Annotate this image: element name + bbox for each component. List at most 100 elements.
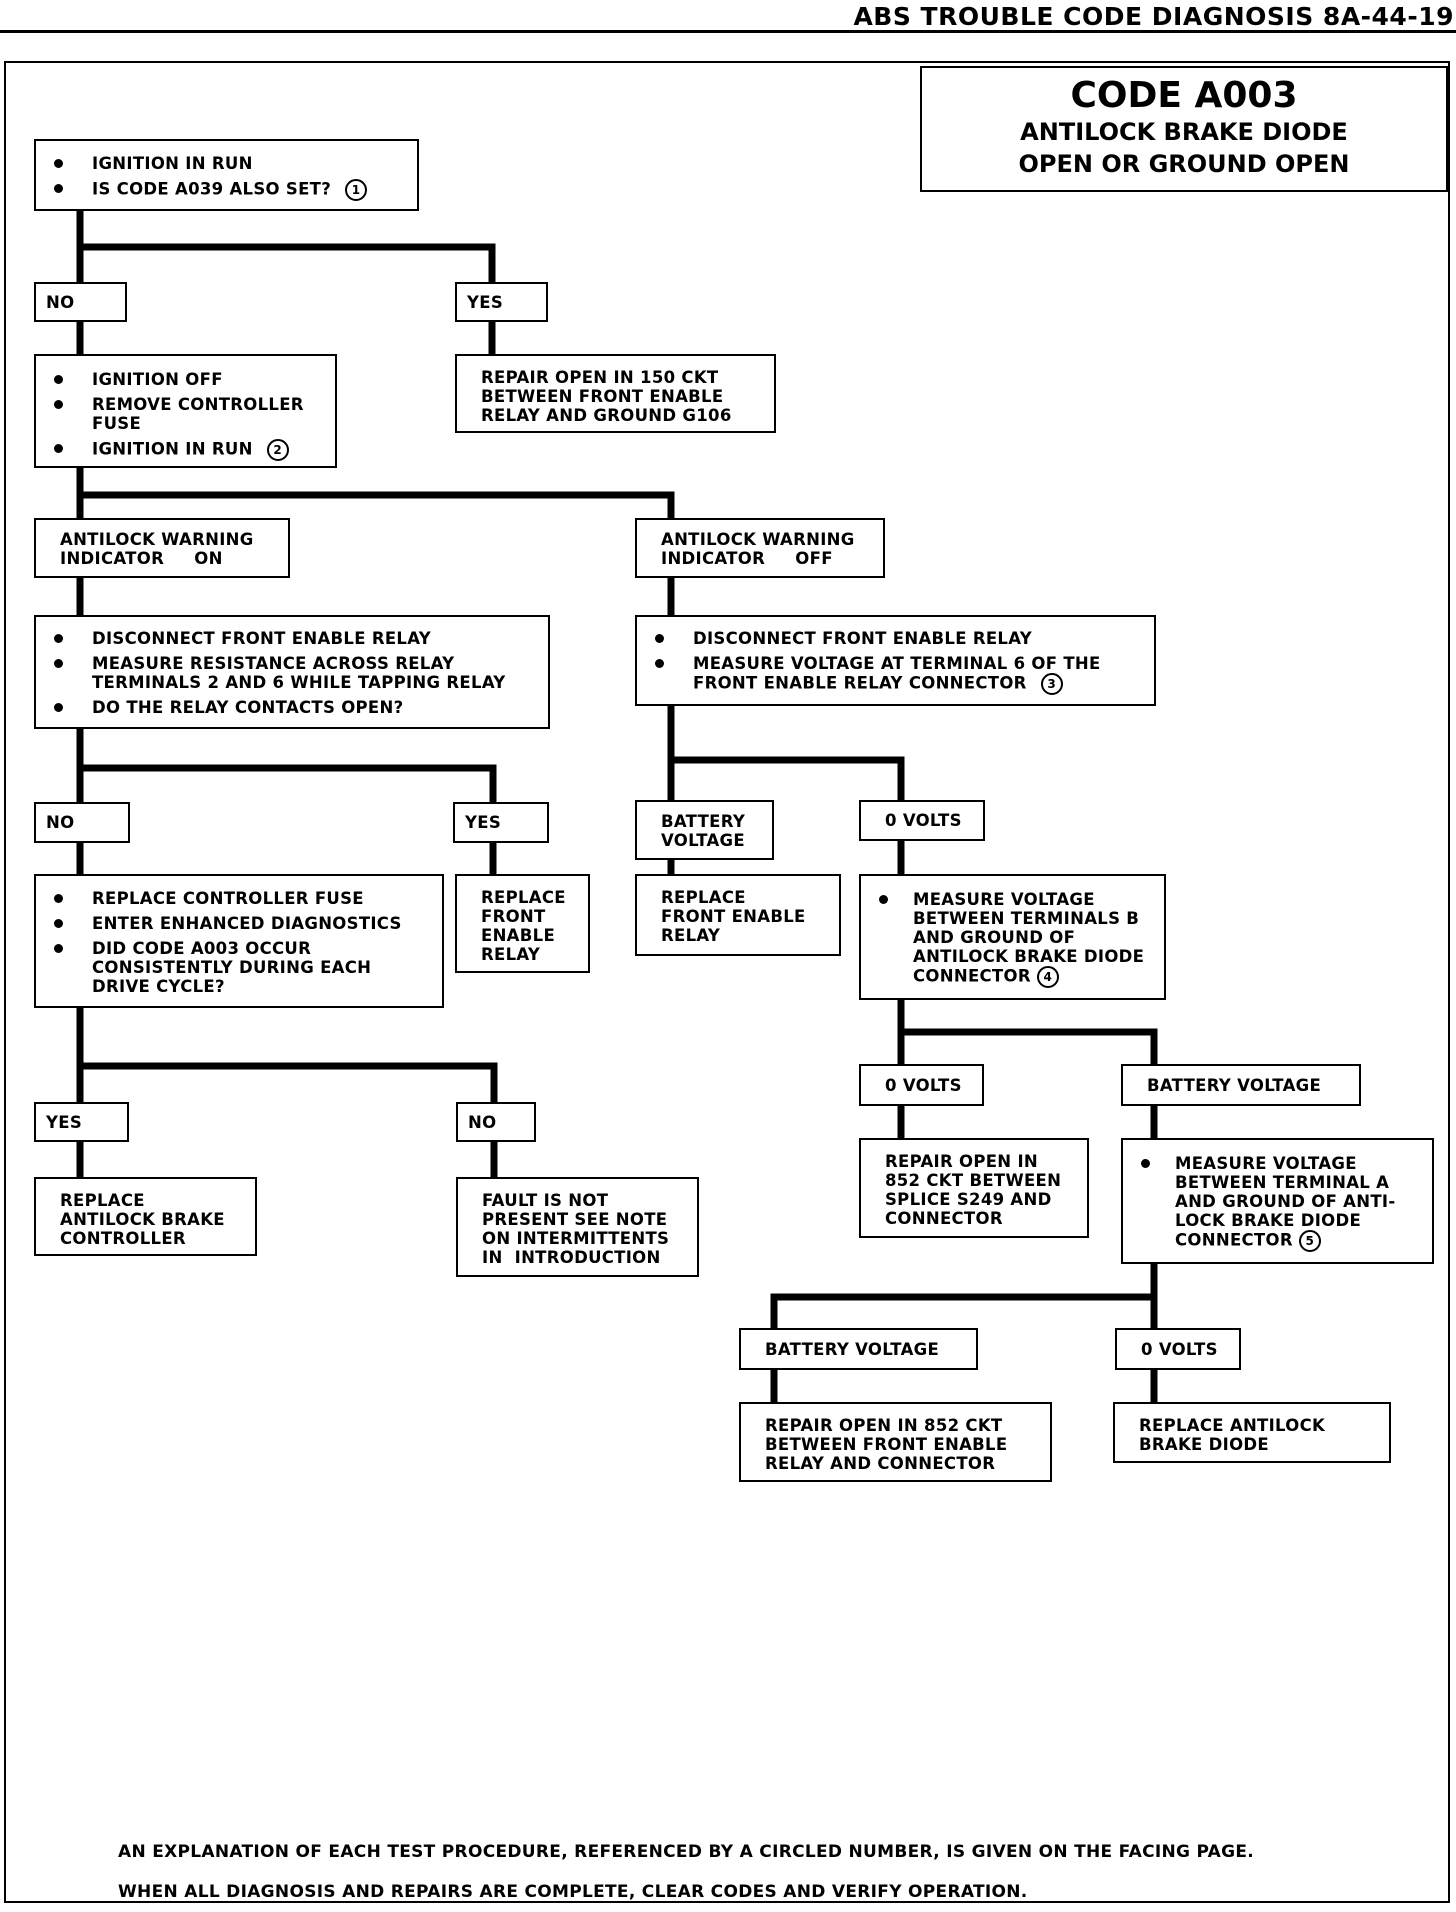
text-line: INDICATOR OFF <box>661 549 833 568</box>
connector-fuse-no <box>76 1062 498 1106</box>
text-line: RELAY <box>661 926 721 945</box>
text-line: FRONT ENABLE <box>661 907 806 926</box>
indicator-off-box: ANTILOCK WARNING INDICATOR OFF <box>635 518 885 578</box>
connector-ind-off <box>76 491 675 522</box>
label-text: NO <box>468 1113 497 1132</box>
header-rule <box>0 30 1456 33</box>
connector-disc-right-0v <box>667 756 905 804</box>
replace-diode-box: REPLACE ANTILOCK BRAKE DIODE <box>1113 1402 1391 1463</box>
label-text: YES <box>467 293 504 312</box>
step-item: DISCONNECT FRONT ENABLE RELAY <box>647 629 1146 648</box>
step-item: IGNITION OFF <box>46 370 327 389</box>
step-text: IGNITION OFF <box>92 370 223 389</box>
connector-start-yes <box>76 243 496 286</box>
repair-852-splice-box: REPAIR OPEN IN 852 CKT BETWEEN SPLICE S2… <box>859 1138 1089 1238</box>
step-text: DID CODE A003 OCCUR CONSISTENTLY DURING … <box>92 939 372 996</box>
connector-disc-left-yes <box>76 764 497 806</box>
text-line: BETWEEN FRONT ENABLE <box>765 1435 1008 1454</box>
step-item: MEASURE VOLTAGE BETWEEN TERMINALS B AND … <box>871 890 1156 988</box>
text-line: CONNECTOR <box>885 1209 1003 1228</box>
zero-volts-label: 0 VOLTS <box>859 800 985 841</box>
step-text: MEASURE VOLTAGE BETWEEN TERMINALS B AND … <box>913 890 1145 986</box>
title-line-2: OPEN OR GROUND OPEN <box>1018 150 1350 178</box>
fault-not-present-box: FAULT IS NOT PRESENT SEE NOTE ON INTERMI… <box>456 1177 699 1277</box>
footer-line-2: WHEN ALL DIAGNOSIS AND REPAIRS ARE COMPL… <box>118 1882 1028 1902</box>
replace-fuse-box: REPLACE CONTROLLER FUSE ENTER ENHANCED D… <box>34 874 444 1008</box>
text-line: ON INTERMITTENTS <box>482 1229 670 1248</box>
label-text: YES <box>465 813 502 832</box>
text-line: VOLTAGE <box>661 831 745 850</box>
text-line: REPLACE <box>481 888 566 907</box>
text-line: REPLACE <box>60 1191 145 1210</box>
no-label: NO <box>34 282 127 322</box>
step-text: MEASURE VOLTAGE BETWEEN TERMINAL A AND G… <box>1175 1154 1396 1250</box>
repair-150-box: REPAIR OPEN IN 150 CKT BETWEEN FRONT ENA… <box>455 354 776 433</box>
step-item: MEASURE VOLTAGE BETWEEN TERMINAL A AND G… <box>1133 1154 1424 1252</box>
step-item: MEASURE VOLTAGE AT TERMINAL 6 OF THE FRO… <box>647 654 1146 695</box>
text-line: ANTILOCK WARNING <box>60 530 254 549</box>
ref-circle-5: 5 <box>1298 1230 1321 1252</box>
diagram-frame <box>4 61 1450 1903</box>
step-text: REPLACE CONTROLLER FUSE <box>92 889 364 908</box>
label-text: NO <box>46 813 75 832</box>
text-line: REPAIR OPEN IN <box>885 1152 1039 1171</box>
connector-measureb-batt <box>897 1028 1158 1068</box>
text-line: FAULT IS NOT <box>482 1191 609 1210</box>
step-item: DID CODE A003 OCCUR CONSISTENTLY DURING … <box>46 939 434 996</box>
text-line: REPLACE ANTILOCK <box>1139 1416 1326 1435</box>
measure-b-box: MEASURE VOLTAGE BETWEEN TERMINALS B AND … <box>859 874 1166 1000</box>
step-item: DO THE RELAY CONTACTS OPEN? <box>46 698 540 717</box>
step-text: MEASURE RESISTANCE ACROSS RELAY TERMINAL… <box>92 654 506 692</box>
footer-notes: AN EXPLANATION OF EACH TEST PROCEDURE, R… <box>118 1832 1254 1912</box>
zero-volts-label: 0 VOLTS <box>859 1064 984 1106</box>
text-line: REPAIR OPEN IN 852 CKT <box>765 1416 1003 1435</box>
ref-circle-3: 3 <box>1040 673 1063 695</box>
text-line: SPLICE S249 AND <box>885 1190 1052 1209</box>
repair-852-relay-box: REPAIR OPEN IN 852 CKT BETWEEN FRONT ENA… <box>739 1402 1052 1482</box>
label-text: NO <box>46 293 75 312</box>
text-line: RELAY <box>481 945 541 964</box>
replace-relay-right-box: REPLACE FRONT ENABLE RELAY <box>635 874 841 956</box>
step-text: MEASURE VOLTAGE AT TERMINAL 6 OF THE FRO… <box>693 654 1101 693</box>
text-line: 852 CKT BETWEEN <box>885 1171 1062 1190</box>
step-text: IGNITION IN RUN <box>92 439 253 459</box>
step-item: ENTER ENHANCED DIAGNOSTICS <box>46 914 434 933</box>
label-text: 0 VOLTS <box>885 811 962 830</box>
text-line: INDICATOR ON <box>60 549 223 568</box>
text-line: BRAKE DIODE <box>1139 1435 1269 1454</box>
battery-voltage-label: BATTERY VOLTAGE <box>739 1328 978 1370</box>
text-line: BATTERY <box>661 812 746 831</box>
zero-volts-label: 0 VOLTS <box>1115 1328 1241 1370</box>
battery-voltage-label: BATTERY VOLTAGE <box>635 800 774 860</box>
yes-label: YES <box>453 802 549 843</box>
measure-a-box: MEASURE VOLTAGE BETWEEN TERMINAL A AND G… <box>1121 1138 1434 1264</box>
step-text: IGNITION IN RUN <box>92 154 253 173</box>
text-line: FRONT <box>481 907 546 926</box>
text-line: BETWEEN FRONT ENABLE <box>481 387 724 406</box>
text-line: CONTROLLER <box>60 1229 186 1248</box>
ref-circle-4: 4 <box>1036 966 1059 988</box>
footer-line-1: AN EXPLANATION OF EACH TEST PROCEDURE, R… <box>118 1842 1255 1862</box>
step-item: IS CODE A039 ALSO SET?1 <box>46 179 409 201</box>
page-header: ABS TROUBLE CODE DIAGNOSIS 8A-44-19 <box>853 2 1454 31</box>
text-line: RELAY AND GROUND G106 <box>481 406 732 425</box>
text-line: REPAIR OPEN IN 150 CKT <box>481 368 719 387</box>
text-line: IN INTRODUCTION <box>482 1248 661 1267</box>
battery-voltage-label: BATTERY VOLTAGE <box>1121 1064 1361 1106</box>
title-line-1: ANTILOCK BRAKE DIODE <box>1020 118 1348 146</box>
text-line: ANTILOCK BRAKE <box>60 1210 225 1229</box>
disconnect-right-box: DISCONNECT FRONT ENABLE RELAY MEASURE VO… <box>635 615 1156 706</box>
step-item: REPLACE CONTROLLER FUSE <box>46 889 434 908</box>
label-text: YES <box>46 1113 83 1132</box>
step-item: REMOVE CONTROLLER FUSE <box>46 395 327 433</box>
title-box: CODE A003 ANTILOCK BRAKE DIODE OPEN OR G… <box>920 66 1448 192</box>
no-label: NO <box>456 1102 536 1142</box>
text-line: RELAY AND CONNECTOR <box>765 1454 996 1473</box>
step-item: IGNITION IN RUN <box>46 154 409 173</box>
step-text: DISCONNECT FRONT ENABLE RELAY <box>693 629 1032 648</box>
code-title: CODE A003 <box>1070 75 1298 116</box>
indicator-on-box: ANTILOCK WARNING INDICATOR ON <box>34 518 290 578</box>
label-text: 0 VOLTS <box>1141 1340 1218 1359</box>
